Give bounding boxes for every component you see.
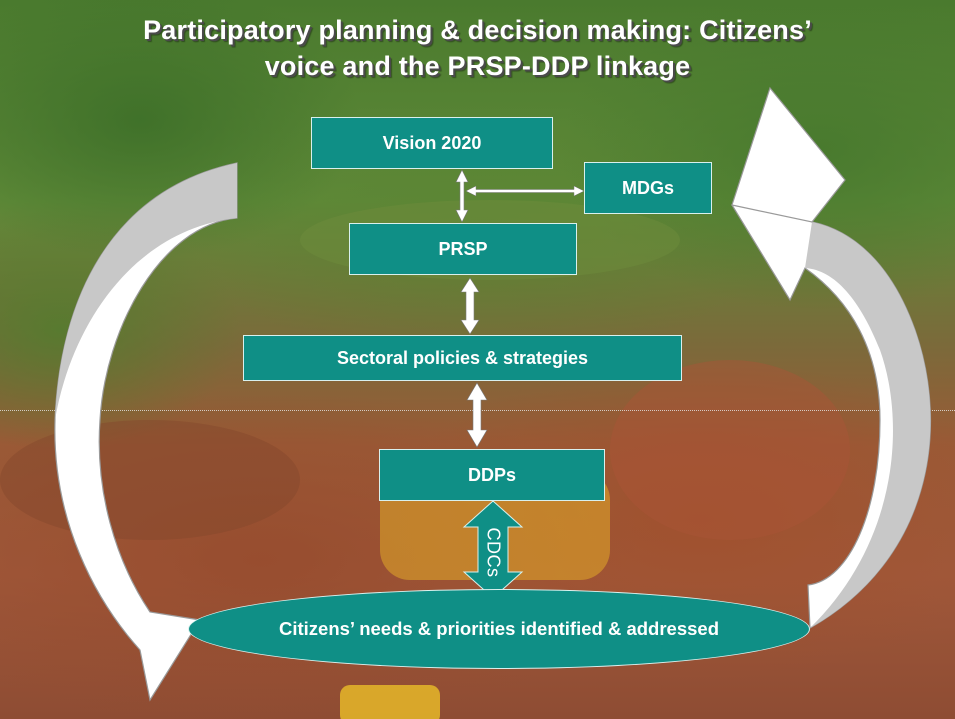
ddps-box: DDPs [379, 449, 605, 501]
mdgs-box: MDGs [584, 162, 712, 214]
title-line-1: Participatory planning & decision making… [143, 15, 812, 45]
slide-title: Participatory planning & decision making… [0, 12, 955, 84]
left-curved-arrow-shade [55, 163, 237, 420]
cdcs-label: CDCs [483, 527, 504, 577]
right-curved-arrow-head [731, 86, 846, 223]
vision-2020-box: Vision 2020 [311, 117, 553, 169]
arrow-prsp-sectoral [460, 277, 480, 335]
sectoral-policies-box: Sectoral policies & strategies [243, 335, 682, 381]
cdcs-label-container: CDCs [465, 507, 521, 597]
arrow-to-mdgs [465, 185, 585, 197]
title-line-2: voice and the PRSP-DDP linkage [264, 51, 691, 81]
arrow-vision-prsp [455, 169, 469, 223]
prsp-box: PRSP [349, 223, 577, 275]
right-curved-arrow-shade [805, 222, 931, 628]
citizens-needs-ellipse: Citizens’ needs & priorities identified … [188, 589, 810, 669]
arrow-sectoral-ddps [466, 382, 488, 448]
